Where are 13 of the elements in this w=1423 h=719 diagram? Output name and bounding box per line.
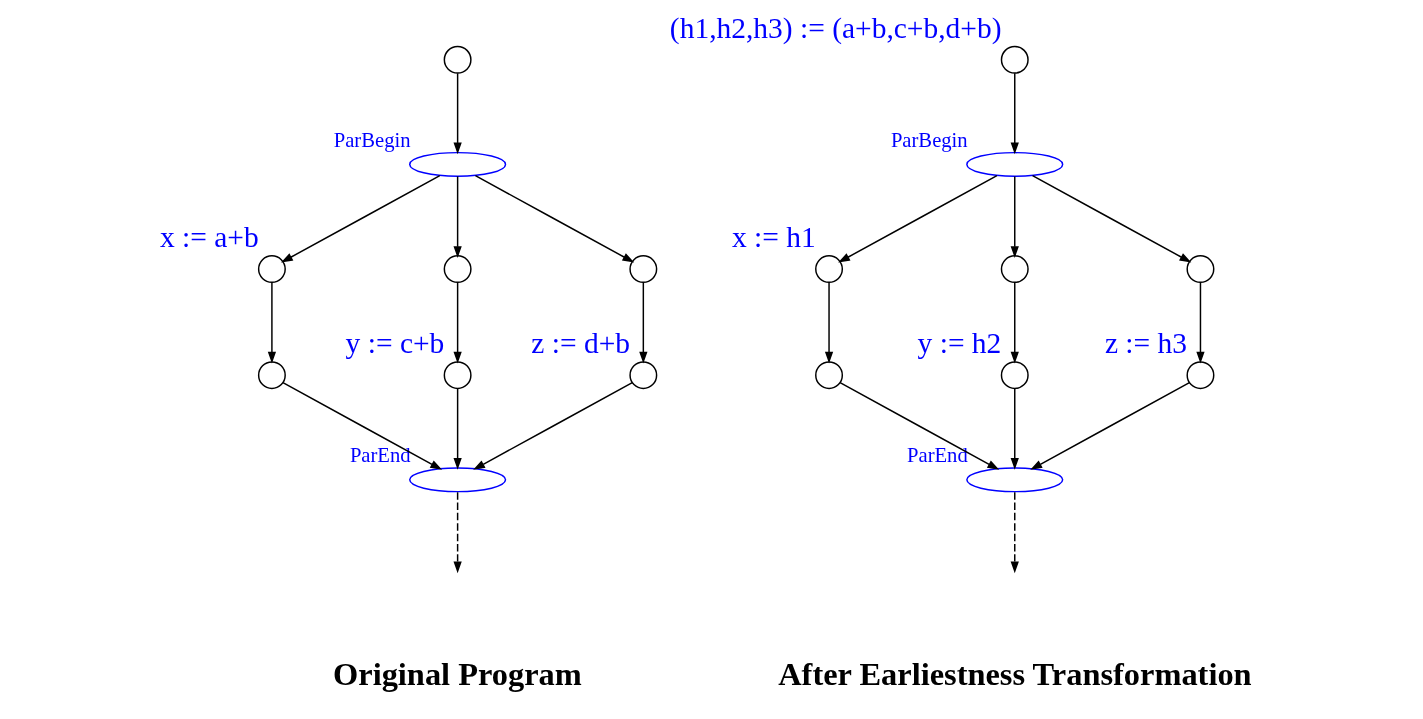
node-label: ParEnd (349, 444, 411, 467)
node-label: z := h3 (1104, 327, 1187, 360)
node-label: ParBegin (890, 129, 968, 152)
node-label: z := d+b (531, 327, 631, 360)
node-label: ParEnd (907, 444, 968, 467)
label: After Earliestness Transformation (778, 656, 1252, 693)
label: Original Program (333, 656, 582, 693)
node-label: y := h2 (917, 327, 1002, 360)
node-label: y := c+b (345, 327, 445, 360)
node-label: x := a+b (159, 220, 259, 253)
node-label: ParBegin (333, 129, 411, 152)
node-label: (h1,h2,h3) := (a+b,c+b,d+b) (669, 11, 1002, 44)
node-label: x := h1 (731, 220, 816, 253)
